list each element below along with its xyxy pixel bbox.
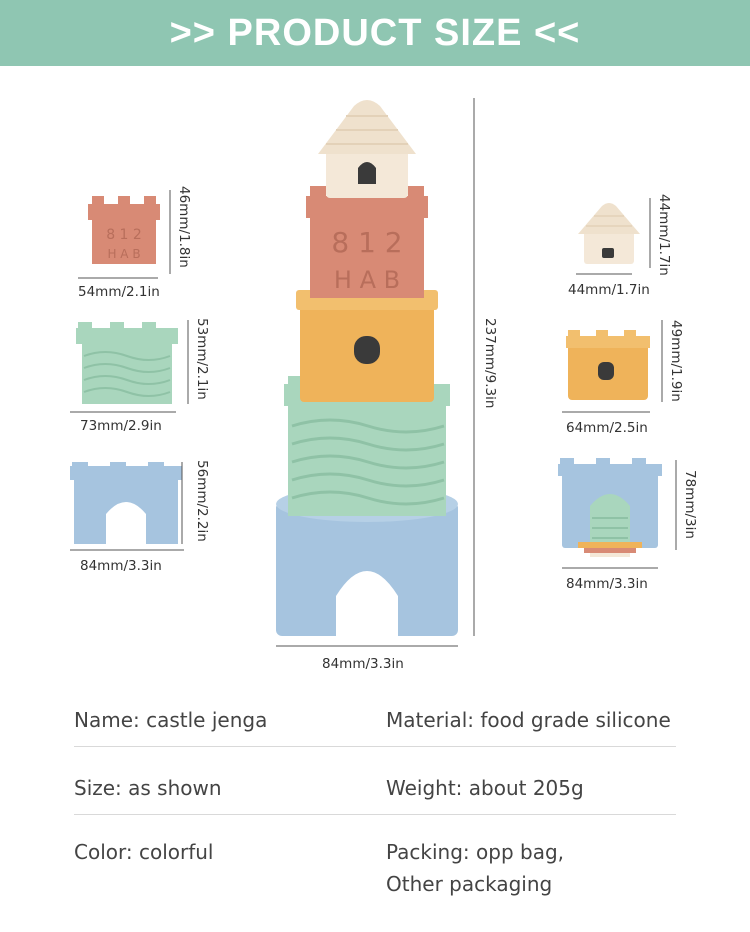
left-sky-block [70, 462, 182, 544]
right-cream-roof [578, 203, 640, 264]
left-bot-height-label: 56mm/2.2in [194, 460, 210, 542]
left-mid-height-label: 53mm/2.1in [194, 318, 210, 400]
tower-height-label: 237mm/9.3in [482, 318, 498, 409]
tower-block-letters-bottom: H A B [334, 266, 400, 294]
spec-divider [74, 814, 676, 815]
spec-weight: Weight: about 205g [386, 776, 584, 800]
right-mid-height-label: 49mm/1.9in [668, 320, 684, 402]
left-terracotta-block: 8 1 2 H A B [88, 196, 160, 264]
left-block-letters-bottom: H A B [107, 247, 140, 261]
castle-illustration: 8 1 2 H A B [70, 98, 677, 647]
left-top-height-label: 46mm/1.8in [176, 186, 192, 268]
spec-packing-line1: Packing: opp bag, [386, 840, 565, 864]
spec-material: Material: food grade silicone [386, 708, 671, 732]
left-top-width-label: 54mm/2.1in [78, 284, 160, 300]
product-illustration-area: 8 1 2 H A B [0, 66, 750, 696]
spec-divider [74, 746, 676, 747]
right-bot-width-label: 84mm/3.3in [566, 576, 648, 592]
right-bot-height-label: 78mm/3in [682, 470, 698, 539]
left-mid-width-label: 73mm/2.9in [80, 418, 162, 434]
banner-title: >> PRODUCT SIZE << [169, 11, 581, 54]
right-sky-nested-block [558, 458, 662, 557]
spec-packing-line2: Other packaging [386, 872, 553, 896]
left-bot-width-label: 84mm/3.3in [80, 558, 162, 574]
spec-name: Name: castle jenga [74, 708, 268, 732]
center-tower: 8 1 2 H A B [276, 100, 458, 636]
tower-block-letters-top: 8 1 2 [331, 226, 402, 259]
spec-size: Size: as shown [74, 776, 222, 800]
product-size-banner: >> PRODUCT SIZE << [0, 0, 750, 66]
spec-color: Color: colorful [74, 840, 214, 864]
right-mustard-block [566, 330, 650, 400]
left-mint-block [76, 322, 178, 404]
right-top-height-label: 44mm/1.7in [656, 194, 672, 276]
tower-width-label: 84mm/3.3in [322, 656, 404, 672]
left-block-letters-top: 8 1 2 [106, 227, 142, 243]
right-mid-width-label: 64mm/2.5in [566, 420, 648, 436]
right-top-width-label: 44mm/1.7in [568, 282, 650, 298]
